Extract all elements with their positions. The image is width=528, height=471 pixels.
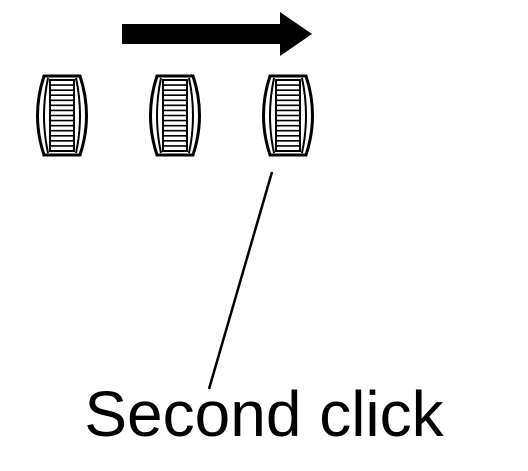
arrow-right-icon: [122, 12, 312, 56]
knurled-wheel-icon: [149, 74, 201, 157]
caption-second-click: Second click: [84, 378, 444, 450]
knurled-wheel-icon: [262, 74, 314, 157]
knurled-wheel-icon: [36, 74, 88, 157]
leader-line: [207, 171, 274, 390]
wheel-row: [36, 74, 314, 157]
